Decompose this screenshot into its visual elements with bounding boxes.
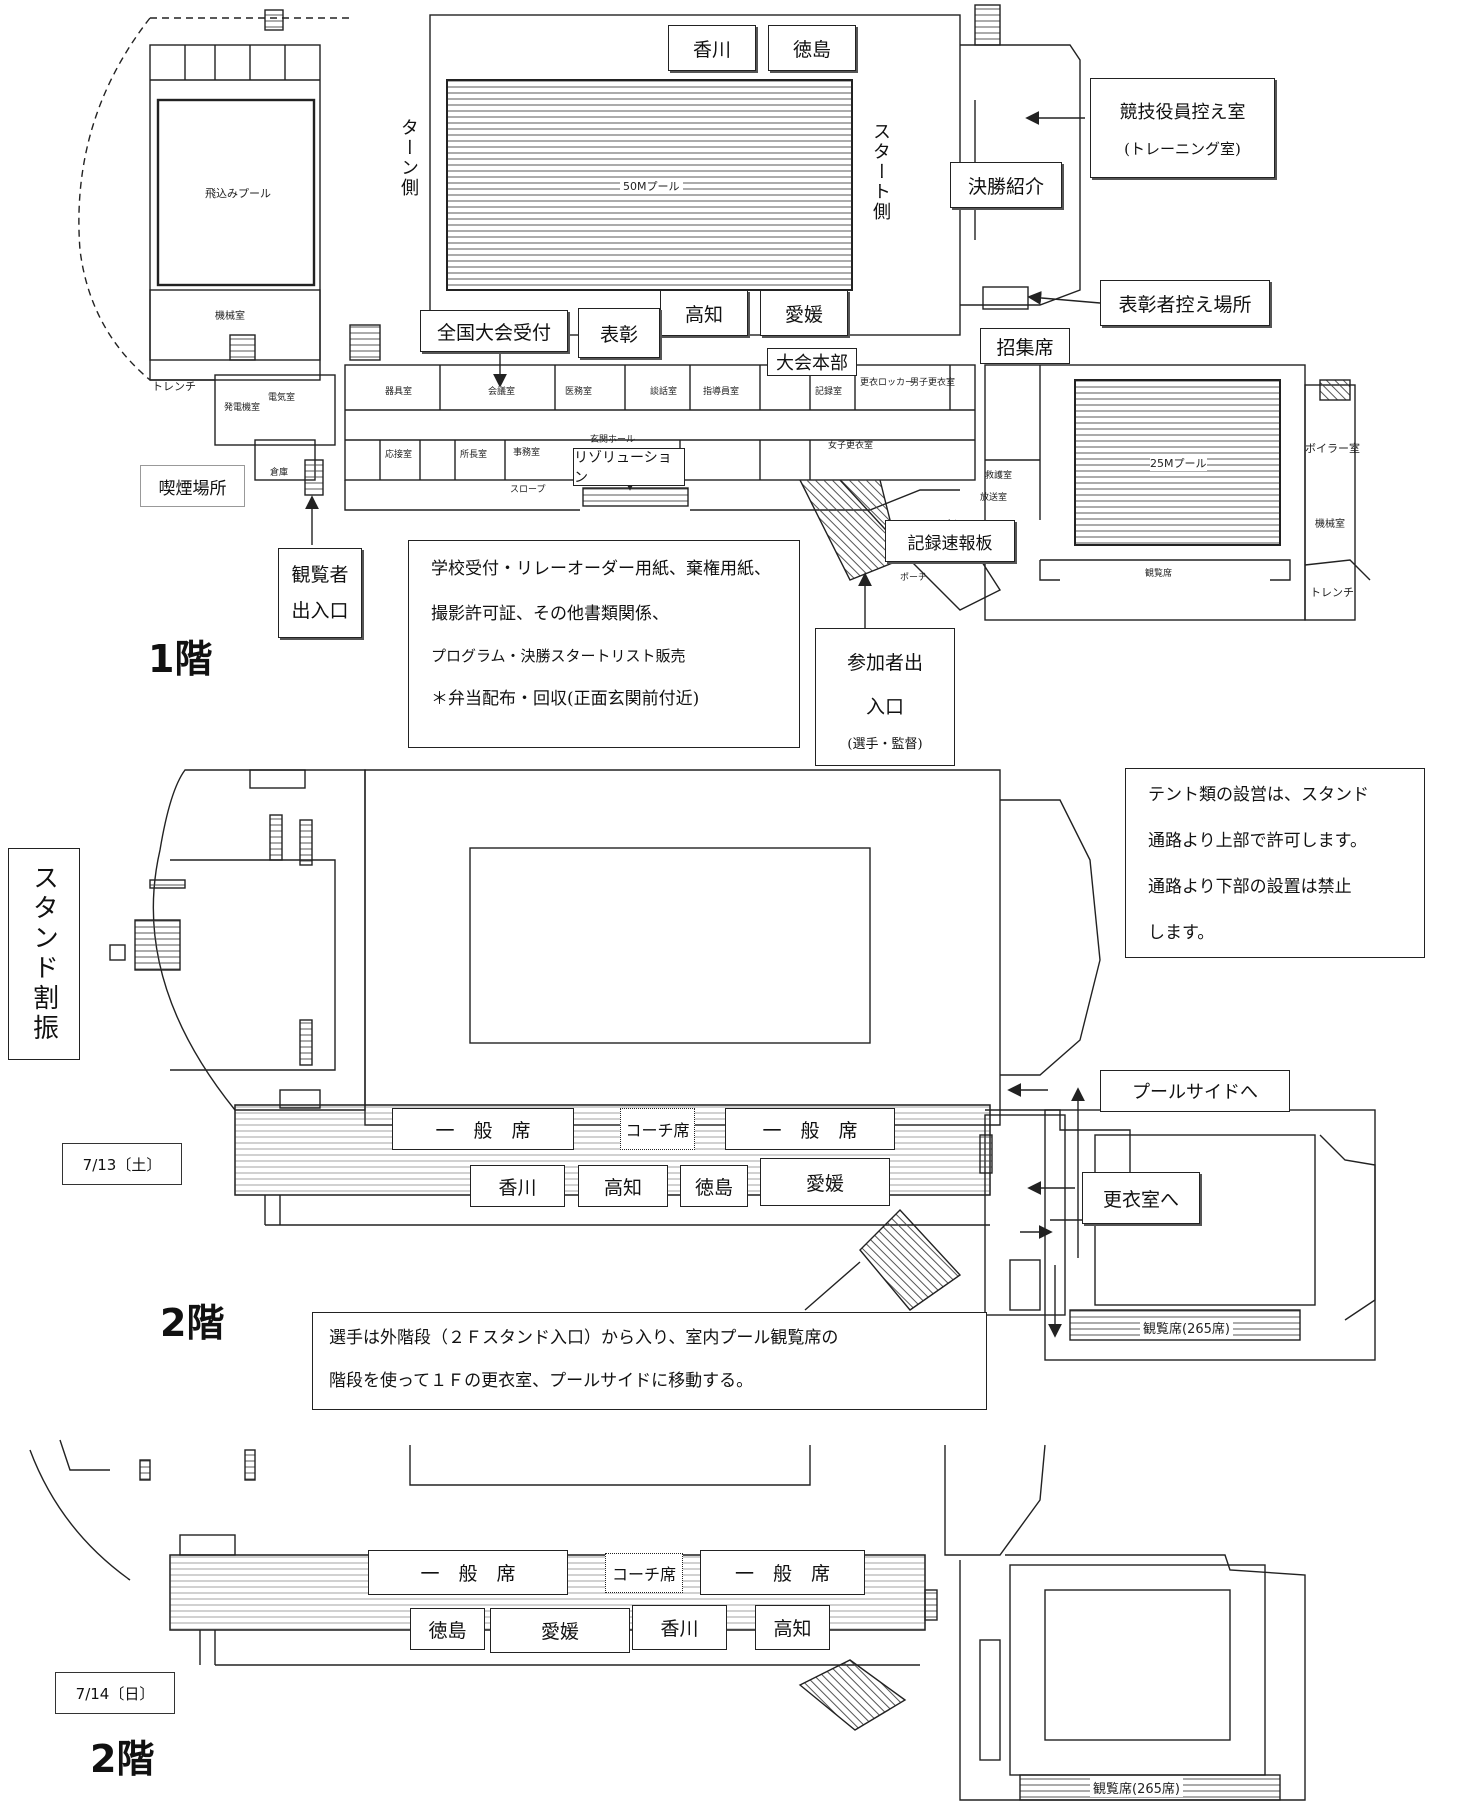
awardee-waiting-box: 表彰者控え場所 [1100, 280, 1270, 326]
prefecture-label-kochi-bottom: 高知 [660, 290, 748, 336]
stand-allocation-box: スタンド割振 [8, 848, 80, 1060]
room-label: 事務室 [513, 448, 541, 458]
reception-note-line: 撮影許可証、その他書類関係、 [431, 604, 669, 625]
room-label: 男子更衣室 [910, 378, 956, 388]
athlete-notes: 選手は外階段（２Ｆスタンド入口）から入り、室内プール観覧席の 階段を使って１Ｆの… [312, 1312, 987, 1410]
athlete-note-line: 階段を使って１Ｆの更衣室、プールサイドに移動する。 [329, 1370, 754, 1391]
spectator-entrance-box: 観覧者出入口 [278, 548, 362, 638]
floor-label-1f: 1階 [148, 637, 213, 681]
general-seat-right-sun: 一 般 席 [700, 1550, 865, 1595]
room-label: 放送室 [980, 493, 1008, 503]
room-label: 医務室 [565, 387, 593, 397]
porch-label: ポーチ [900, 573, 928, 583]
date-label-sat: 7/13〔土〕 [62, 1143, 182, 1185]
general-seat-left-sun: 一 般 席 [368, 1550, 568, 1595]
trench-label: トレンチ [1310, 586, 1354, 599]
turn-side-label: ターン側 [398, 118, 419, 198]
participant-entrance-label: 参加者出入口 [846, 651, 923, 718]
slope-label: スロープ [510, 485, 546, 495]
coach-seat-sun: コーチ席 [605, 1553, 683, 1593]
reception-note-line: プログラム・決勝スタートリスト販売 [431, 647, 686, 666]
general-seat-left-sat: 一 般 席 [392, 1108, 574, 1150]
records-board-box: 記録速報板 [885, 520, 1015, 562]
national-reception-box: 全国大会受付 [420, 310, 568, 352]
tent-note-line: 通路より下部の設置は禁止 [1148, 876, 1352, 897]
date-label-sun: 7/14〔日〕 [55, 1672, 175, 1714]
room-label: 女子更衣室 [828, 441, 874, 451]
room-label: 会議室 [488, 387, 516, 397]
start-side-label: スタート側 [870, 122, 891, 222]
room-label: 電気室 [268, 393, 296, 403]
trench-2-label: トレンチ [152, 380, 196, 393]
seat-kagawa-sun: 香川 [632, 1605, 727, 1650]
seat-ehime-sat: 愛媛 [760, 1158, 890, 1206]
seat-kagawa-sat: 香川 [470, 1165, 565, 1207]
smoking-area-box: 喫煙場所 [140, 465, 245, 507]
room-label: 倉庫 [270, 468, 289, 478]
coach-seat-sat: コーチ席 [620, 1108, 695, 1150]
seat-tokushima-sat: 徳島 [680, 1165, 748, 1207]
to-locker-box: 更衣室へ [1082, 1172, 1200, 1224]
stand-allocation-label: スタンド割振 [28, 864, 59, 1044]
room-label: 発電機室 [224, 403, 261, 413]
reception-note-line: 学校受付・リレーオーダー用紙、棄権用紙、 [431, 559, 771, 579]
machine-room-label: 機械室 [215, 311, 245, 322]
participant-note: (選手・監督) [847, 737, 923, 753]
room-label: 指導員室 [703, 387, 740, 397]
room-label: 応接室 [385, 450, 413, 460]
general-seat-right-sat: 一 般 席 [725, 1108, 895, 1150]
room-label: 談話室 [650, 387, 678, 397]
room-label: 更衣ロッカー [860, 378, 915, 388]
training-room-label: (トレーニング室) [1124, 139, 1241, 158]
resolution-box: リゾリューション [573, 448, 685, 486]
indoor-seats-sat-label: 観覧席(265席) [1140, 1318, 1233, 1337]
tent-note-line: テント類の設営は、スタンド [1148, 785, 1369, 805]
pool-25m-label: 25Mプール [1150, 455, 1207, 471]
machine-room-2-label: 機械室 [1315, 519, 1345, 530]
seat-kochi-sun: 高知 [755, 1605, 830, 1650]
prefecture-label-tokushima-top: 徳島 [768, 25, 856, 71]
room-label: 記録室 [815, 387, 843, 397]
athlete-note-line: 選手は外階段（２Ｆスタンド入口）から入り、室内プール観覧席の [329, 1328, 839, 1348]
floor-label-2f-sat: 2階 [160, 1301, 225, 1345]
seat-ehime-sun: 愛媛 [490, 1608, 630, 1653]
diving-pool-label: 飛込みプール [205, 187, 271, 200]
room-label: 救護室 [985, 471, 1013, 481]
boiler-room-label: ボイラー室 [1305, 442, 1360, 455]
tent-notes: テント類の設営は、スタンド 通路より上部で許可します。 通路より下部の設置は禁止… [1125, 768, 1425, 958]
room-label: 器具室 [385, 387, 413, 397]
hq-box: 大会本部 [767, 348, 857, 376]
prefecture-label-kagawa-top: 香川 [668, 25, 756, 71]
prefecture-label-ehime-bottom: 愛媛 [760, 290, 848, 336]
officials-room-box: 競技役員控え室 (トレーニング室) [1090, 78, 1275, 178]
officials-room-label: 競技役員控え室 [1119, 101, 1246, 123]
participant-entrance-box: 参加者出入口 (選手・監督) [815, 628, 955, 766]
floor-label-2f-sun: 2階 [90, 1737, 155, 1781]
tent-note-line: 通路より上部で許可します。 [1148, 830, 1367, 851]
awards-box: 表彰 [578, 308, 660, 358]
room-label: 玄関ホール [590, 435, 636, 445]
seat-tokushima-sun: 徳島 [410, 1608, 485, 1650]
to-poolside-box: プールサイドへ [1100, 1070, 1290, 1112]
spectator-entrance-label: 観覧者出入口 [291, 563, 349, 622]
spectator-seats-label: 観覧席 [1145, 569, 1173, 579]
pool-50m-label: 50Mプール [620, 178, 683, 194]
call-seat-box: 招集席 [980, 328, 1070, 364]
reception-note-line: ＊弁当配布・回収(正面玄関前付近) [431, 688, 700, 709]
reception-notes: 学校受付・リレーオーダー用紙、棄権用紙、 撮影許可証、その他書類関係、 プログラ… [408, 540, 800, 748]
room-label: 所長室 [460, 450, 488, 460]
seat-kochi-sat: 高知 [578, 1165, 668, 1207]
indoor-seats-sun-label: 観覧席(265席) [1090, 1778, 1183, 1797]
finals-intro-box: 決勝紹介 [950, 162, 1062, 208]
outdoor-boundary-arc [78, 17, 151, 381]
tent-note-line: します。 [1148, 922, 1215, 943]
